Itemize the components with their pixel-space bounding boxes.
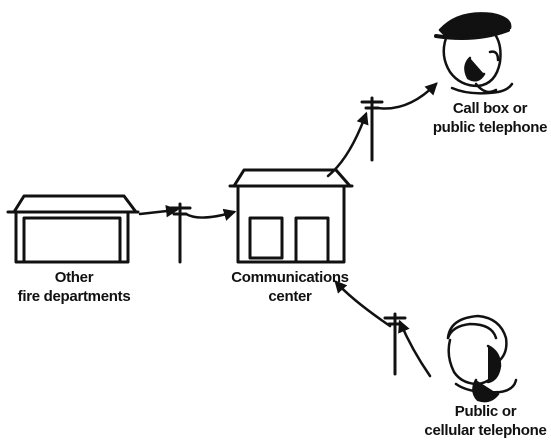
other-departments-label: Other fire departments: [0, 268, 148, 306]
communications-center-label-line1: Communications: [231, 269, 349, 286]
public-cellular-label-line2: cellular telephone: [424, 422, 547, 439]
fire-department-building-icon: [6, 194, 140, 264]
public-caller-icon: [446, 314, 518, 403]
communications-center-label: Communications center: [220, 268, 360, 306]
public-cellular-label: Public or cellular telephone: [420, 402, 551, 440]
call-box-label-line2: public telephone: [432, 119, 548, 136]
utility-pole-bottom-icon: [383, 312, 407, 376]
connection-wires: [138, 82, 438, 378]
other-departments-label-line1: Other: [54, 269, 94, 286]
public-cellular-label-line1: Public or: [454, 403, 517, 420]
utility-pole-left-icon: [168, 202, 192, 264]
other-departments-label-line2: fire departments: [17, 288, 131, 305]
call-box-label-line1: Call box or: [452, 100, 528, 117]
communications-center-building-icon: [228, 168, 354, 264]
police-caller-icon: [434, 12, 514, 95]
communications-center-label-line2: center: [268, 288, 312, 305]
call-box-label: Call box or public telephone: [432, 99, 548, 137]
utility-pole-top-icon: [360, 96, 384, 162]
